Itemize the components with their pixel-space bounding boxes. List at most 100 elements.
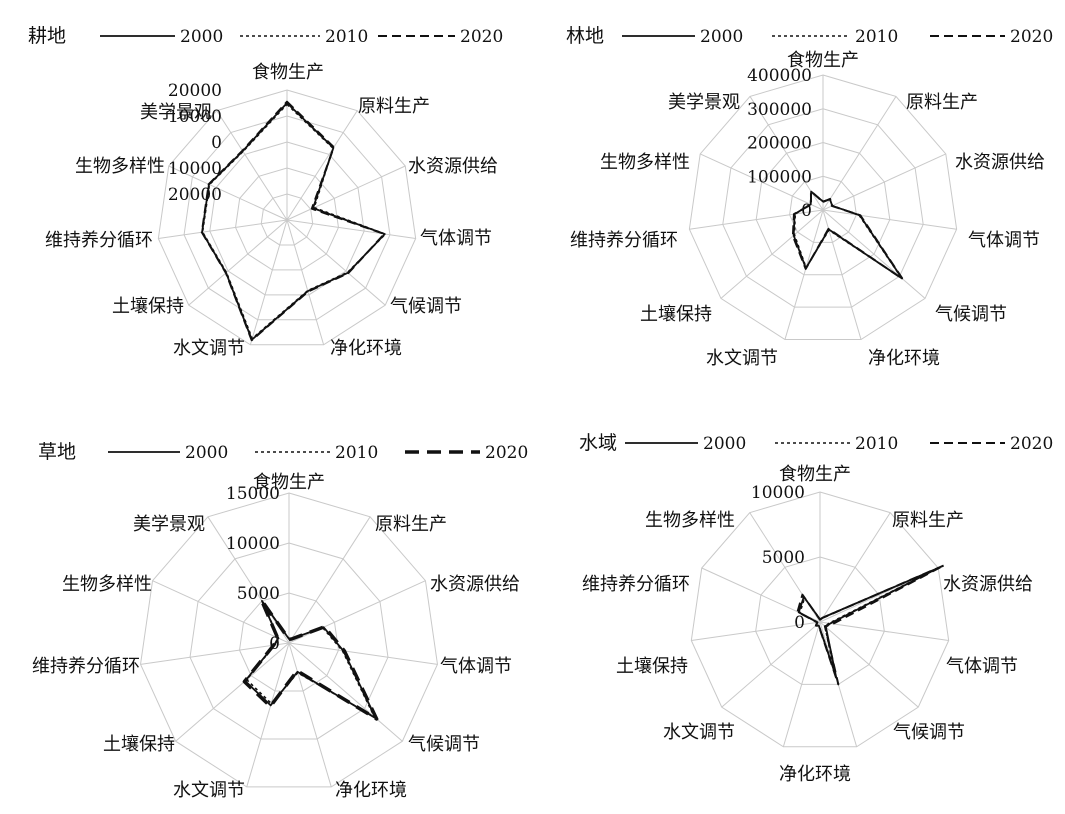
axis-label: 净化环境 <box>868 348 940 369</box>
series-line-2020 <box>242 598 379 721</box>
spoke-4 <box>288 642 403 742</box>
spoke-7 <box>720 209 824 299</box>
axis-label: 原料生产 <box>358 96 430 117</box>
grid-ring-4 <box>260 193 314 246</box>
axis-label: 土壤保持 <box>616 656 688 677</box>
axis-label: 美学景观 <box>140 102 212 123</box>
spoke-5 <box>822 209 862 340</box>
axis-label: 生物多样性 <box>600 152 690 173</box>
axis-label: 水资源供给 <box>943 574 1033 595</box>
legend-label: 2000 <box>700 27 743 47</box>
axis-label: 水资源供给 <box>408 156 498 177</box>
spoke-7 <box>188 219 288 306</box>
axis-label: 气候调节 <box>893 722 965 743</box>
tick-label: 5000 <box>762 548 805 568</box>
tick-label: 10000 <box>168 107 222 127</box>
axis-label: 气体调节 <box>946 656 1018 677</box>
legend-label: 2000 <box>703 434 746 454</box>
axis-label: 水资源供给 <box>430 574 520 595</box>
spoke-6 <box>782 621 821 747</box>
grid-ring-3 <box>235 167 339 271</box>
spoke-5 <box>286 219 325 345</box>
radar-panel-1: 200001000001000020000食物生产原料生产水资源供给气体调节气候… <box>28 25 503 359</box>
axis-label: 食物生产 <box>779 464 851 485</box>
tick-label: 10000 <box>168 159 222 179</box>
axis-label: 土壤保持 <box>103 734 175 755</box>
legend-label: 2020 <box>1010 434 1053 454</box>
series-line-2020 <box>200 100 386 342</box>
legend-label: 2000 <box>185 443 228 463</box>
legend-label: 2020 <box>1010 27 1053 47</box>
tick-label: 200000 <box>747 134 812 154</box>
axis-label: 气体调节 <box>420 228 492 249</box>
axis-label: 原料生产 <box>892 510 964 531</box>
axis-label: 生物多样性 <box>75 156 165 177</box>
spoke-3 <box>288 642 438 665</box>
axis-label: 净化环境 <box>779 764 851 785</box>
spoke-5 <box>288 642 332 788</box>
grid-ring-0 <box>688 74 958 341</box>
axis-label: 维持养分循环 <box>45 230 153 251</box>
grid-ring-0 <box>157 89 417 346</box>
spoke-4 <box>819 621 919 708</box>
axis-label: 生物多样性 <box>645 510 735 531</box>
spoke-8 <box>689 209 824 230</box>
grid-ring-0 <box>690 491 950 748</box>
series-line-2020 <box>796 564 946 686</box>
axis-label: 气体调节 <box>968 230 1040 251</box>
grid-ring-2 <box>755 141 891 276</box>
spoke-7 <box>721 621 821 708</box>
axis-label: 气候调节 <box>408 734 480 755</box>
legend-label: 2020 <box>460 27 503 47</box>
tick-label: 100000 <box>747 167 812 187</box>
legend-label: 2010 <box>855 27 898 47</box>
spoke-2 <box>286 165 406 221</box>
legend-label: 2010 <box>325 27 368 47</box>
axis-label: 维持养分循环 <box>570 230 678 251</box>
legend-label: 2010 <box>855 434 898 454</box>
legend-label: 2010 <box>335 443 378 463</box>
axis-label: 净化环境 <box>335 780 407 801</box>
grid-ring-0 <box>140 492 438 788</box>
grid-ring-1 <box>189 542 389 740</box>
tick-label: 10000 <box>751 483 805 503</box>
panel-title: 水域 <box>579 432 617 454</box>
spoke-9 <box>152 580 290 644</box>
axis-label: 气候调节 <box>935 304 1007 325</box>
spoke-3 <box>822 209 957 230</box>
spoke-7 <box>175 642 290 742</box>
tick-label: 400000 <box>747 66 812 86</box>
grid-ring-1 <box>183 115 391 321</box>
panel-title: 草地 <box>38 441 76 463</box>
axis-label: 水文调节 <box>663 722 735 743</box>
grid-ring-1 <box>722 108 924 308</box>
axis-label: 食物生产 <box>252 62 324 83</box>
axis-label: 食物生产 <box>253 472 325 493</box>
grid-ring-2 <box>238 592 340 692</box>
series-line-2000 <box>792 190 903 280</box>
axis-label: 生物多样性 <box>62 574 152 595</box>
axis-label: 气候调节 <box>390 296 462 317</box>
radar-panel-2: 4000003000002000001000000食物生产原料生产水资源供给气体… <box>566 25 1053 369</box>
axis-label: 美学景观 <box>133 514 205 535</box>
spoke-3 <box>819 621 949 641</box>
radar-panel-3: 150001000050000食物生产原料生产水资源供给气体调节气候调节净化环境… <box>32 441 528 801</box>
axis-label: 维持养分循环 <box>32 656 140 677</box>
spoke-6 <box>246 642 290 788</box>
spoke-1 <box>286 110 358 221</box>
axis-label: 水文调节 <box>173 338 245 359</box>
tick-label: 0 <box>794 613 805 633</box>
grid-ring-2 <box>209 141 365 296</box>
tick-label: 5000 <box>237 584 280 604</box>
spoke-8 <box>140 642 290 665</box>
panel-title: 林地 <box>566 25 604 47</box>
legend-label: 2020 <box>485 443 528 463</box>
axis-label: 气体调节 <box>440 656 512 677</box>
axis-label: 水文调节 <box>173 780 245 801</box>
axis-label: 土壤保持 <box>640 304 712 325</box>
grid-ring-1 <box>755 556 885 685</box>
axis-label: 原料生产 <box>906 92 978 113</box>
tick-label: 10000 <box>226 534 280 554</box>
tick-label: 300000 <box>747 100 812 120</box>
